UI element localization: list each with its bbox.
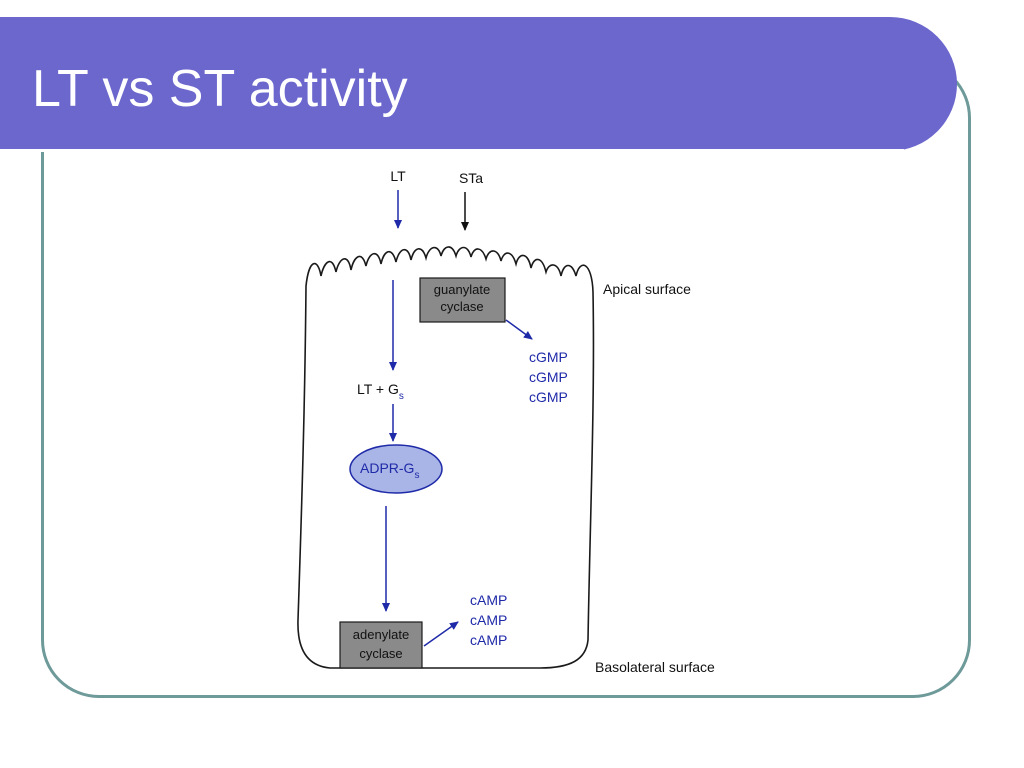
title-bar: LT vs ST activity [0, 17, 957, 152]
guanylate-cyclase-line2: cyclase [440, 299, 483, 314]
camp-label-2: cAMP [470, 612, 507, 628]
guanylate-cyclase-box [419, 277, 506, 323]
cgmp-label-2: cGMP [529, 369, 568, 385]
sta-toxin-label: STa [459, 170, 483, 186]
basolateral-surface-label: Basolateral surface [595, 659, 715, 675]
cell-membrane [297, 246, 595, 669]
adpr-gs-ellipse [349, 444, 443, 494]
apical-surface-label: Apical surface [603, 281, 691, 297]
lt-gs-label: LT + Gs [357, 381, 404, 402]
camp-label-1: cAMP [470, 592, 507, 608]
adenylate-cyclase-line2: cyclase [359, 646, 402, 661]
lt-toxin-label: LT [390, 168, 406, 184]
guanylate-cyclase-line1: guanylate [434, 282, 490, 297]
title-underline [0, 149, 904, 152]
camp-arrow [423, 621, 459, 647]
cgmp-label-1: cGMP [529, 349, 568, 365]
slide-content-frame [41, 60, 971, 698]
adenylate-cyclase-box [339, 621, 423, 669]
cgmp-arrow [505, 319, 533, 340]
slide-title: LT vs ST activity [32, 60, 408, 118]
adpr-gs-label: ADPR-Gs [360, 460, 419, 481]
camp-label-3: cAMP [470, 632, 507, 648]
adenylate-cyclase-line1: adenylate [353, 627, 409, 642]
cgmp-label-3: cGMP [529, 389, 568, 405]
